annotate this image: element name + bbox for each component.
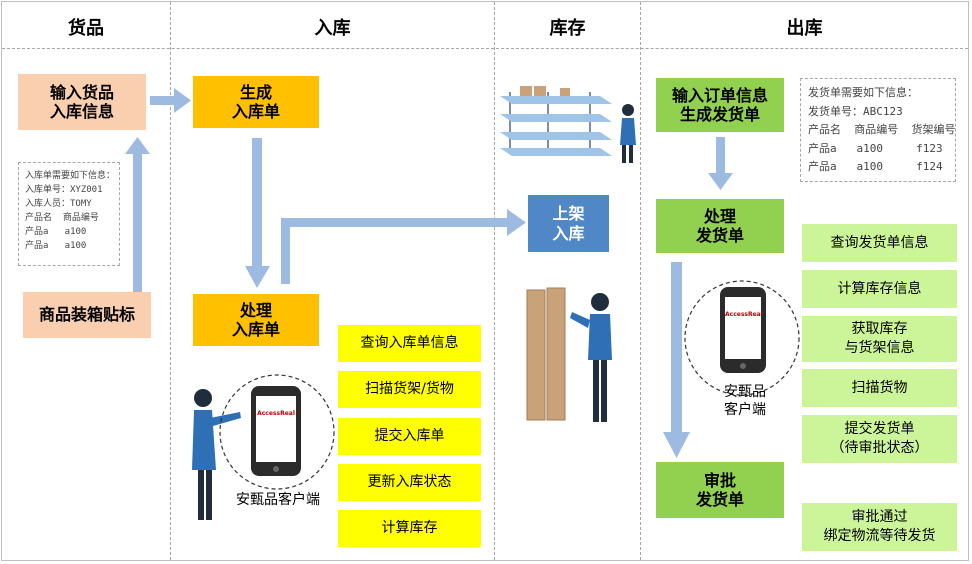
outbound-client-label: 安甄品 客户端 bbox=[724, 384, 766, 418]
approve-shipping-order-box: 审批 发货单 bbox=[656, 462, 784, 518]
note-line: 产品a a100 bbox=[25, 241, 87, 251]
generate-inbound-order-box: 生成 入库单 bbox=[193, 76, 319, 128]
arrow-down-to-process-head bbox=[245, 266, 270, 288]
outbound-step-calc: 计算库存信息 bbox=[802, 270, 957, 308]
arrow-down-outbound bbox=[716, 137, 725, 175]
outbound-step-fetch: 获取库存 与货架信息 bbox=[802, 316, 957, 362]
column-divider bbox=[640, 2, 641, 560]
input-goods-info-box: 输入货品 入库信息 bbox=[18, 74, 146, 130]
note-line: 发货单号：ABC123 bbox=[808, 104, 903, 118]
column-header-outbound: 出库 bbox=[786, 18, 823, 39]
outbound-note: 发货单需要如下信息： 发货单号：ABC123 产品名 商品编号 货架编号 产品a… bbox=[800, 78, 956, 182]
note-line: 产品a a100 f124 bbox=[808, 160, 943, 173]
arrow-down-to-process bbox=[252, 138, 262, 268]
inbound-step-query: 查询入库单信息 bbox=[338, 325, 481, 362]
inbound-step-calc: 计算库存 bbox=[338, 510, 481, 547]
arrow-down-approve bbox=[671, 262, 682, 434]
note-line: 产品名 商品编号 货架编号 bbox=[808, 123, 956, 136]
outbound-step-submit: 提交发货单 （待审批状态） bbox=[802, 415, 957, 463]
note-line: 入库单需要如下信息： bbox=[25, 171, 116, 181]
arrow-process-up bbox=[281, 218, 290, 284]
input-order-box: 输入订单信息 生成发货单 bbox=[656, 78, 784, 132]
goods-labeling-box: 商品装箱贴标 bbox=[23, 292, 151, 338]
process-inbound-order-box: 处理 入库单 bbox=[193, 294, 319, 346]
column-divider bbox=[494, 2, 495, 560]
outbound-step-approve: 审批通过 绑定物流等待发货 bbox=[802, 503, 957, 551]
shelve-inbound-box: 上架 入库 bbox=[528, 195, 609, 252]
inbound-step-submit: 提交入库单 bbox=[338, 418, 481, 455]
column-header-goods: 货品 bbox=[68, 18, 104, 39]
outbound-step-scan: 扫描货物 bbox=[802, 369, 957, 407]
inbound-step-update: 更新入库状态 bbox=[338, 464, 481, 501]
arrow-to-shelve bbox=[281, 218, 509, 227]
arrow-to-shelve-head bbox=[507, 209, 526, 236]
arrow-down-approve-head bbox=[663, 432, 690, 458]
note-line: 发货单需要如下信息： bbox=[808, 86, 918, 99]
arrow-down-outbound-head bbox=[708, 173, 733, 190]
inbound-note: 入库单需要如下信息： 入库单号：XYZ001 入库人员：TOMY 产品名 商品编… bbox=[18, 162, 120, 266]
note-line: 产品a a100 f123 bbox=[808, 141, 943, 155]
column-divider bbox=[170, 2, 171, 560]
note-line: 入库单号：XYZ001 bbox=[25, 185, 103, 195]
note-line: 产品a a100 bbox=[25, 227, 87, 237]
inbound-step-scan: 扫描货架/货物 bbox=[338, 371, 481, 408]
note-line: 入库人员：TOMY bbox=[25, 199, 92, 209]
arrow-up-goods bbox=[133, 152, 142, 292]
note-line: 产品名 商品编号 bbox=[25, 213, 99, 223]
arrow-up-goods-head bbox=[125, 137, 150, 154]
header-divider bbox=[2, 48, 968, 49]
phone-brand-logo: AccessReal bbox=[257, 410, 295, 417]
process-shipping-order-box: 处理 发货单 bbox=[656, 199, 784, 253]
arrow-right-to-generate-head bbox=[174, 88, 191, 113]
column-header-inventory: 库存 bbox=[549, 18, 586, 39]
arrow-right-to-generate bbox=[150, 96, 176, 105]
outbound-step-query: 查询发货单信息 bbox=[802, 224, 957, 262]
phone-brand-logo: AccessReal bbox=[725, 311, 763, 318]
column-header-inbound: 入库 bbox=[314, 18, 351, 39]
inbound-client-label: 安甄品客户端 bbox=[236, 492, 320, 508]
